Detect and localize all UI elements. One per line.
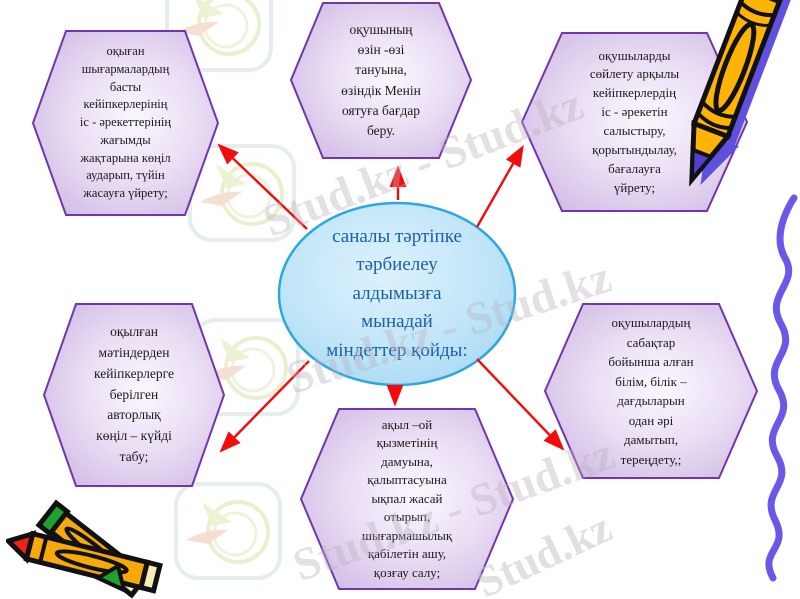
stud-kz-logo-watermark [174, 482, 282, 580]
hexagon-top-right-text: оқушыларды сөйлету арқылы кейіпкерлердің… [589, 47, 680, 195]
hexagon-mid-left: оқылған мәтіндерден кейіпкерлерге берілг… [43, 303, 225, 487]
hexagon-mid-right: оқушылардың сабақтар бойынша алған білім… [544, 303, 758, 479]
pencil-clipart-icon [689, 0, 796, 187]
central-ellipse-text: саналы тәртіпке тәрбиелеу алдымызға мына… [326, 225, 468, 361]
squiggle-line [765, 194, 798, 582]
hexagon-top-center: оқушының өзін -өзі тануына, өзіндік Мені… [290, 2, 472, 159]
hexagon-top-left-text: оқыған шығармалардың басты кейіпкерлерін… [79, 44, 172, 201]
hexagon-top-center-text: оқушының өзін -өзі тануына, өзіндік Мені… [341, 21, 421, 138]
central-ellipse: саналы тәртіпке тәрбиелеу алдымызға мына… [277, 201, 517, 387]
hexagon-bottom-center-text: ақыл –ой қызметінің дамуына, қалыптасуын… [361, 416, 453, 580]
hexagon-top-left: оқыған шығармалардың басты кейіпкерлерін… [32, 30, 219, 216]
crayons-clipart-icon [6, 499, 163, 599]
hexagon-bottom-center: ақыл –ой қызметінің дамуына, қалыптасуын… [300, 408, 514, 590]
hexagon-mid-left-text: оқылған мәтіндерден кейіпкерлерге берілг… [93, 323, 175, 465]
hexagon-mid-right-text: оқушылардың сабақтар бойынша алған білім… [608, 315, 694, 467]
